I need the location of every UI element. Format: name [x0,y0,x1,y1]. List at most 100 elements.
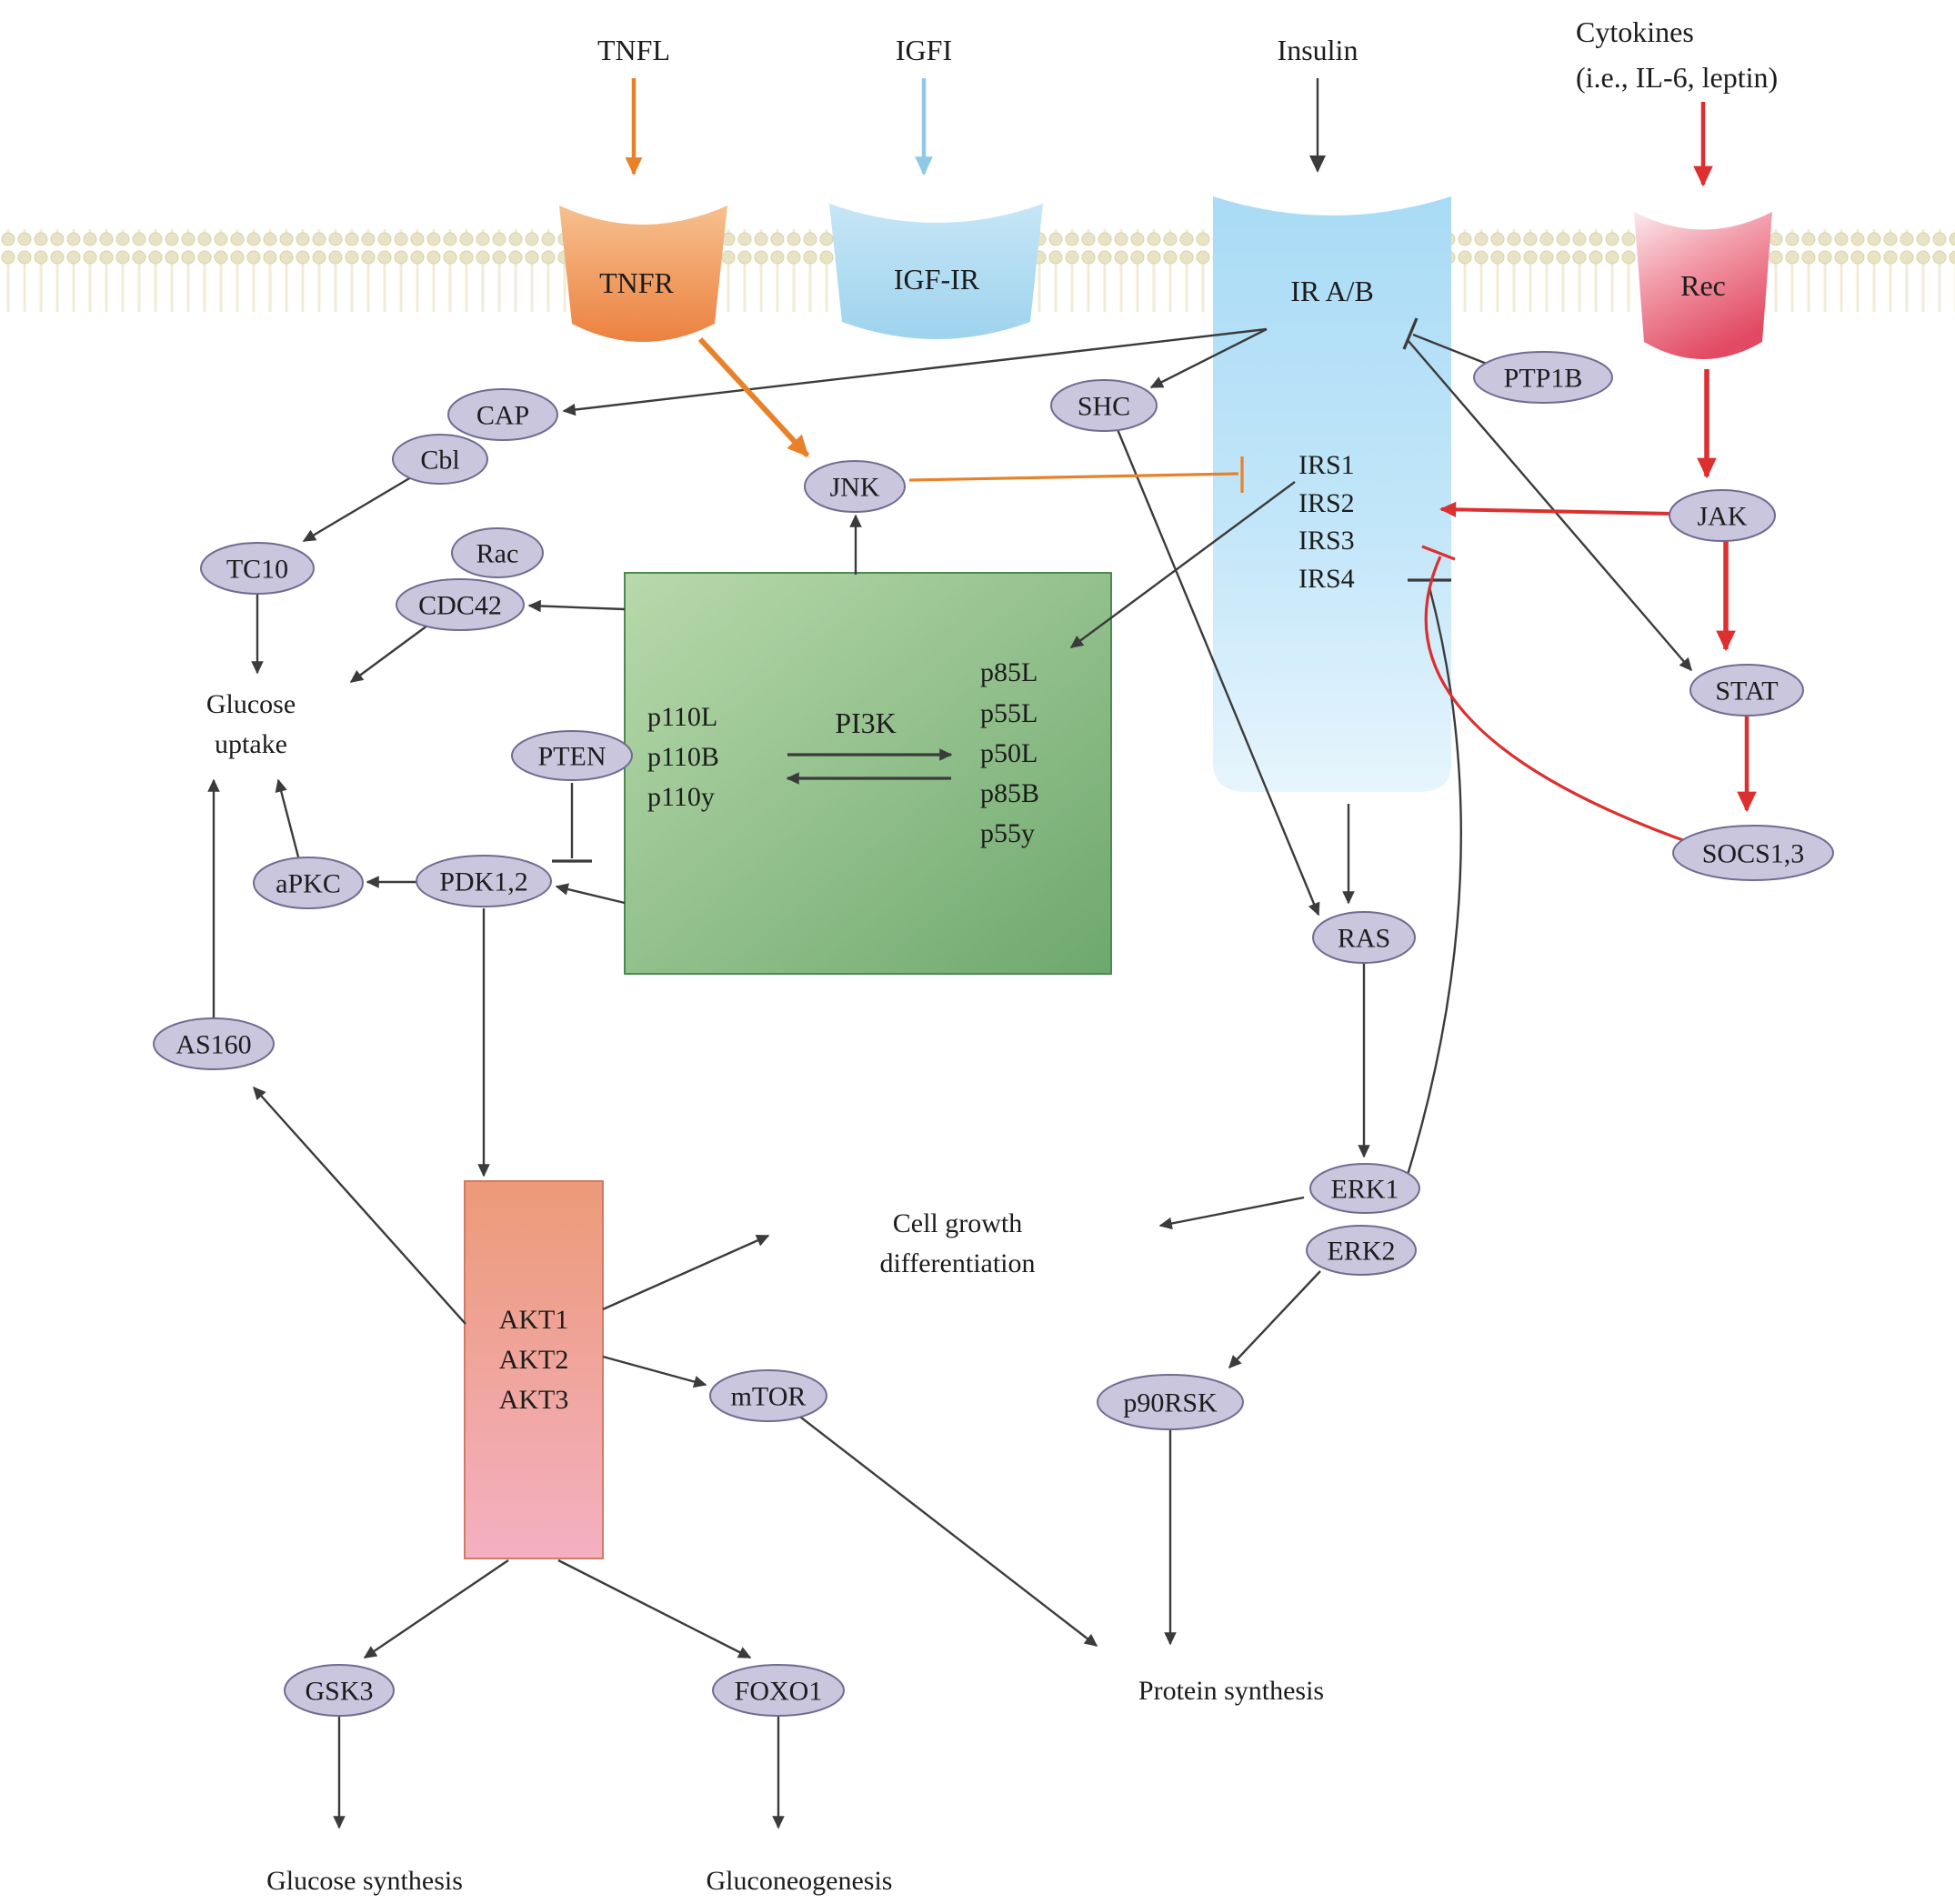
foxo1-ellipse [712,1664,845,1717]
node-p90rsk: p90RSK [1097,1374,1244,1430]
foxo1-label: FOXO1 [735,1677,823,1707]
node-cdc42: CDC42 [396,578,525,631]
erk1-label: ERK1 [1331,1175,1399,1205]
pdk-label: PDK1,2 [439,867,528,897]
node-stat: STAT [1689,664,1804,717]
node-rac: Rac [451,527,544,578]
socs-ellipse [1672,825,1834,881]
socs-label: SOCS1,3 [1702,839,1805,869]
arrow-akt-to-foxo1 [557,1558,752,1659]
node-ras: RAS [1312,911,1416,964]
arrow-ir-to-shc [1149,327,1268,389]
node-pdk: PDK1,2 [416,855,552,907]
akt-box [464,1180,604,1559]
pi3k-label: PI3K [835,706,897,739]
arrow-cbl-to-tc10 [302,476,412,543]
igfi-label: IGFI [896,34,952,66]
arrow-jak-to-irs [1439,501,1674,517]
p90rsk-ellipse [1097,1374,1244,1430]
cell-growth-line2: differentiation [879,1248,1035,1278]
rac-label: Rac [476,539,519,569]
cytokines-label-line2: (i.e., IL-6, leptin) [1576,61,1778,94]
p55y-label: p55y [980,818,1035,848]
irs3-label: IRS3 [1298,526,1355,556]
igfir-receptor-shape [829,204,1043,339]
arrow-apkc-to-glucose-uptake [275,778,302,865]
jnk-label: JNK [829,473,879,503]
irs2-label: IRS2 [1298,488,1355,518]
node-as160: AS160 [153,1017,275,1070]
rac-ellipse [451,527,544,578]
cytokines-label-line1: Cytokines [1576,15,1694,48]
tc10-label: TC10 [226,555,288,585]
node-socs: SOCS1,3 [1672,825,1834,881]
ptp1b-label: PTP1B [1504,364,1583,394]
erk1-ellipse [1309,1163,1420,1214]
erk2-label: ERK2 [1328,1237,1396,1267]
tc10-ellipse [200,542,315,595]
arrow-erk2-to-p90rsk [1228,1270,1321,1369]
arrow-cdc42-to-glucose-uptake [349,625,428,683]
tnfr-label: TNFR [599,266,674,299]
stat-label: STAT [1715,676,1778,706]
jak-ellipse [1669,489,1776,542]
ir-ab-label: IR A/B [1290,275,1374,307]
arrow-irs-to-pi3k [1069,481,1296,648]
arrow-akt-to-gsk3 [363,1559,509,1658]
node-tc10: TC10 [200,542,315,595]
tbar-ptp1b-ir [1402,317,1419,350]
arrow-ir-to-cap [562,327,1268,416]
akt3-label: AKT3 [499,1385,569,1415]
glucose-synthesis-label: Glucose synthesis [266,1866,463,1896]
gsk3-label: GSK3 [305,1677,373,1707]
glucose-uptake-line1: Glucose [206,689,296,719]
protein-synthesis-label: Protein synthesis [1138,1676,1324,1706]
tnfl-label: TNFL [597,34,670,66]
node-jak: JAK [1669,489,1776,542]
cbl-label: Cbl [420,446,459,476]
tbar-socs-irs [1421,545,1456,561]
p110b-label: p110B [647,742,719,772]
pten-ellipse [511,730,633,781]
jak-label: JAK [1697,502,1747,532]
p85l-label: p85L [980,657,1038,687]
tnfr-receptor-shape [559,205,727,342]
arrow-pi3k-to-pdk [555,883,626,905]
cell-growth-line1: Cell growth [893,1208,1023,1238]
arrow-tnfr-to-jnk [697,336,810,458]
p50l-label: p50L [980,738,1038,768]
line-socs-inhibits-irs [1424,556,1694,846]
arrow-pi3k-to-cdc42 [527,599,626,613]
pdk-ellipse [416,855,552,907]
p55l-label: p55L [980,698,1038,728]
cap-label: CAP [476,401,529,431]
p110y-label: p110y [647,782,715,812]
irs4-label: IRS4 [1298,564,1355,594]
node-pten: PTEN [511,730,633,781]
line-ptp1b-inhibits-ir [1412,333,1492,367]
shc-ellipse [1050,379,1158,432]
apkc-label: aPKC [276,869,341,899]
rec-receptor-shape [1634,212,1772,359]
shc-label: SHC [1078,392,1130,422]
stat-ellipse [1689,664,1804,717]
as160-label: AS160 [175,1030,251,1060]
mtor-label: mTOR [731,1382,807,1412]
cdc42-label: CDC42 [418,591,502,621]
erk2-ellipse [1306,1225,1417,1276]
ras-ellipse [1312,911,1416,964]
akt1-label: AKT1 [499,1305,569,1335]
node-cap: CAP [447,388,558,441]
line-erk1-inhibits-irs [1406,586,1462,1176]
akt2-label: AKT2 [499,1345,569,1375]
gluconeogenesis-label: Gluconeogenesis [707,1866,893,1896]
rec-label: Rec [1680,269,1726,302]
arrow-akt-to-as160 [252,1086,466,1325]
mtor-ellipse [709,1369,827,1422]
arrow-akt-to-mtor [602,1355,707,1388]
arrow-erk-to-cell-growth [1158,1196,1305,1230]
line-jnk-inhibits-irs [908,472,1239,482]
ptp1b-ellipse [1473,351,1613,404]
